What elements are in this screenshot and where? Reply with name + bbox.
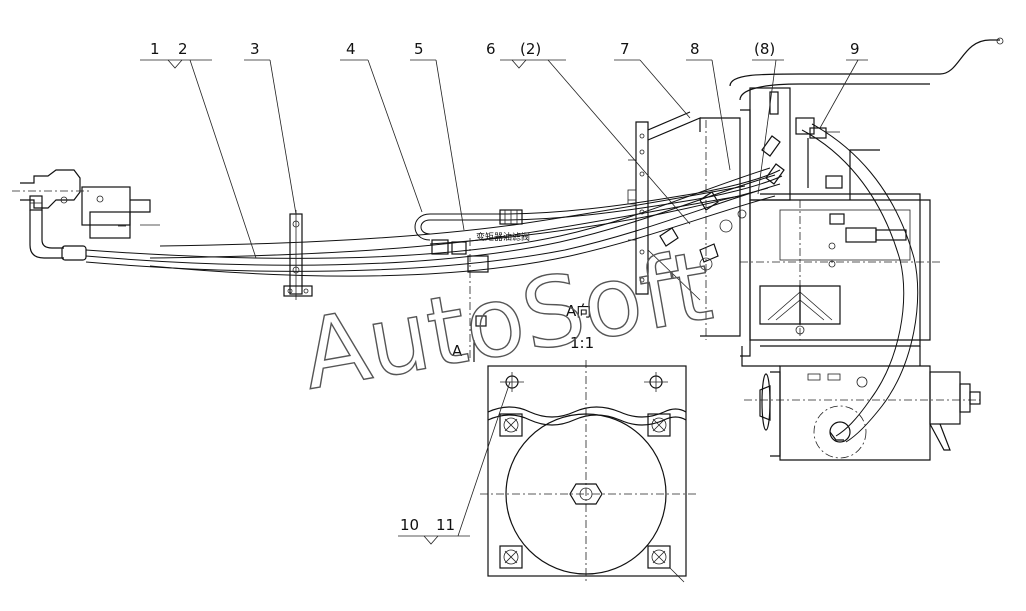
loop-hose	[414, 169, 783, 241]
bundle-fittings	[431, 238, 489, 360]
callout-5: 5	[414, 40, 424, 58]
corner-bolt	[647, 545, 671, 569]
detail-view-a	[480, 360, 696, 583]
callout-2b: (2)	[520, 40, 541, 58]
corner-bolt	[499, 545, 523, 569]
callout-10: 10	[400, 516, 419, 534]
section-marker-label: A	[452, 342, 463, 360]
callout-2: 2	[178, 40, 188, 58]
support-bracket	[283, 210, 313, 300]
section-marker: A A向 1:1 变矩器油滤阀	[452, 231, 594, 362]
view-label: A向	[566, 302, 591, 320]
corner-bolt	[499, 413, 523, 437]
hose-bundle	[85, 167, 781, 277]
callout-8: 8	[690, 40, 700, 58]
callout-6: 6	[486, 40, 496, 58]
pipe-9	[795, 117, 919, 443]
scale-label: 1:1	[570, 334, 594, 352]
callout-8b: (8)	[754, 40, 775, 58]
callout-9: 9	[850, 40, 860, 58]
corner-bolt	[647, 413, 671, 437]
callout-1: 1	[150, 40, 160, 58]
callout-11: 11	[436, 516, 455, 534]
callout-3: 3	[250, 40, 260, 58]
valve-note: 变矩器油滤阀	[476, 231, 530, 243]
lower-gearbox	[741, 346, 981, 461]
transmission-body	[659, 37, 1004, 357]
flange-panel	[627, 111, 701, 301]
callout-7: 7	[620, 40, 630, 58]
callout-4: 4	[346, 40, 356, 58]
callouts: 1 2 3 4 5 6 (2) 7 8 (8) 9	[140, 40, 868, 545]
left-connector	[12, 169, 160, 261]
